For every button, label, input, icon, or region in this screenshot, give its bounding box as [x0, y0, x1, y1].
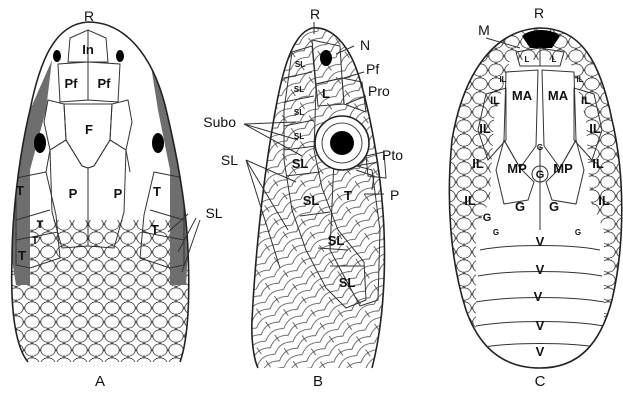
label-parietal-b: P [390, 187, 399, 203]
label-gular-right: G [549, 199, 559, 214]
label-infralabial-small-right: IL [576, 75, 583, 84]
label-supralabial-a: SL [205, 205, 222, 221]
label-temporal-mid-left-a: T [37, 219, 44, 231]
eye-b [330, 131, 354, 155]
label-prefrontal-b: Pf [366, 61, 379, 77]
label-small-sl-2: SL [294, 85, 304, 94]
label-rostral-c: R [534, 5, 544, 21]
nostril-b [320, 50, 332, 66]
label-nasal: N [360, 37, 370, 53]
label-preocular: Pro [368, 83, 390, 99]
label-sl-3: SL [328, 233, 345, 248]
label-infralabial-left-2: IL [472, 156, 484, 171]
label-temporal-mid-right-a: T [151, 222, 159, 237]
label-small-sl-4: SL [294, 132, 304, 141]
label-infralabial-right-3: IL [598, 193, 610, 208]
caption-b: B [313, 373, 323, 390]
caption-c: C [535, 373, 546, 390]
label-ventral-2: V [536, 262, 545, 277]
label-tiny-g-top: G [537, 143, 543, 152]
label-infralabial-right-0: IL [581, 95, 591, 107]
label-posterior-chin-right: MP [553, 161, 573, 176]
label-ventral-4: V [536, 318, 545, 333]
label-internasal: In [82, 42, 94, 57]
eye-a-left [34, 133, 46, 153]
label-infralabial-right-2: IL [592, 156, 604, 171]
view-c-ventral-head: R M L L IL IL MA MA IL IL IL IL IL IL IL… [440, 5, 623, 390]
label-infralabial-left-3: IL [464, 193, 476, 208]
view-a-dorsal-head: R In Pf Pf F P P T T T T T T SL A [0, 8, 223, 390]
label-anterior-chin-left: MA [512, 88, 533, 103]
label-temporal-upper-right-a: T [153, 184, 161, 199]
label-rostral-b: R [310, 6, 320, 22]
label-tiny-g-right: G [575, 228, 581, 237]
label-first-infralabial-left: L [525, 55, 530, 64]
caption-a: A [95, 373, 105, 390]
label-temporal-upper-left-a: T [16, 183, 24, 198]
label-sl-4: SL [339, 275, 356, 290]
eye-a-right [152, 133, 164, 153]
label-rostral-a: R [84, 8, 94, 24]
label-ventral-1: V [536, 234, 545, 249]
label-ventral-5: V [536, 344, 545, 359]
label-infralabial-left-0: IL [490, 95, 500, 107]
label-temporal-b: T [344, 188, 352, 203]
label-subocular: Subo [203, 114, 236, 130]
label-postocular: Pto [382, 147, 403, 163]
label-sl-1: SL [292, 156, 309, 171]
label-tiny-g-left: G [493, 228, 499, 237]
label-temporal-lower-left-a: T [18, 248, 26, 263]
label-loreal: L [322, 86, 330, 101]
label-prefrontal-right-a: Pf [98, 76, 112, 91]
nostril-a-left [53, 50, 61, 62]
view-b-lateral-head: R N Pf L Pro Pto T P Subo SL SL SL SL SL… [203, 6, 403, 390]
label-small-sl-1: SL [295, 60, 305, 69]
label-infralabial-small-left: IL [499, 75, 506, 84]
label-infralabial-left-1: IL [479, 121, 491, 136]
label-ventral-3: V [534, 289, 543, 304]
label-anterior-chin-right: MA [548, 88, 569, 103]
label-gular-left: G [515, 199, 525, 214]
label-first-infralabial-right: L [552, 55, 557, 64]
label-infralabial-right-1: IL [589, 121, 601, 136]
label-sl-2: SL [303, 193, 320, 208]
label-small-sl-3: SL [294, 108, 304, 117]
label-gular-center: G [536, 169, 545, 181]
label-parietal-right-a: P [114, 186, 123, 201]
label-frontal: F [85, 122, 93, 137]
label-gular-mid-left: G [483, 212, 492, 224]
label-parietal-left-a: P [69, 186, 78, 201]
label-posterior-chin-left: MP [507, 161, 527, 176]
label-supralabial-b: SL [221, 152, 238, 168]
label-mental: M [478, 22, 490, 38]
label-temporal-small-left-a: T [32, 235, 39, 247]
nostril-a-right [116, 50, 124, 62]
label-prefrontal-left-a: Pf [65, 76, 79, 91]
